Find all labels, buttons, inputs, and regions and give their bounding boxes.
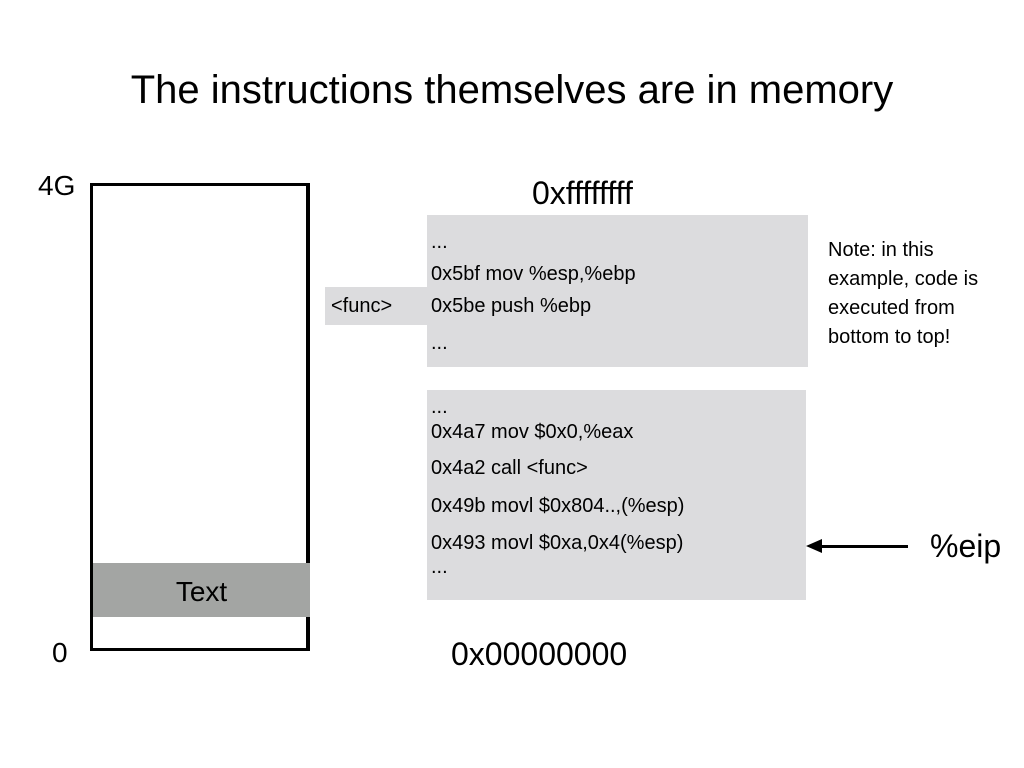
lower-code-block: ... 0x4a7 mov $0x0,%eax 0x4a2 call <func…	[427, 390, 806, 600]
lower-ellipsis-top: ...	[431, 396, 448, 418]
lower-code-line-4: 0x493 movl $0xa,0x4(%esp)	[431, 532, 684, 554]
text-segment-label: Text	[175, 576, 228, 607]
text-segment: Text	[93, 563, 310, 617]
memory-top-label: 4G	[38, 170, 76, 201]
memory-bottom-label: 0	[52, 637, 68, 668]
lower-code-line-1: 0x4a7 mov $0x0,%eax	[431, 421, 634, 443]
slide-title: The instructions themselves are in memor…	[130, 68, 894, 112]
bottom-address: 0x00000000	[451, 636, 628, 672]
eip-label: %eip	[930, 528, 1002, 564]
func-label: <func>	[331, 295, 393, 317]
memory-layout-box	[90, 183, 310, 651]
lower-code-line-2: 0x4a2 call <func>	[431, 457, 588, 479]
upper-code-line-2: 0x5be push %ebp	[431, 295, 592, 317]
upper-ellipsis-bottom: ...	[431, 332, 448, 354]
lower-code-line-3: 0x49b movl $0x804..,(%esp)	[431, 495, 685, 517]
func-label-box: <func>	[325, 287, 427, 325]
execution-order-note: Note: in this example, code is executed …	[828, 239, 979, 348]
eip-arrow-shaft	[820, 545, 908, 548]
lower-ellipsis-bottom: ...	[431, 556, 448, 578]
upper-code-line-1: 0x5bf mov %esp,%ebp	[431, 263, 636, 285]
upper-code-block: ... 0x5bf mov %esp,%ebp 0x5be push %ebp …	[427, 215, 808, 367]
left-arrow-icon	[806, 539, 822, 553]
top-address: 0xffffffff	[532, 175, 633, 211]
upper-ellipsis-top: ...	[431, 231, 448, 253]
